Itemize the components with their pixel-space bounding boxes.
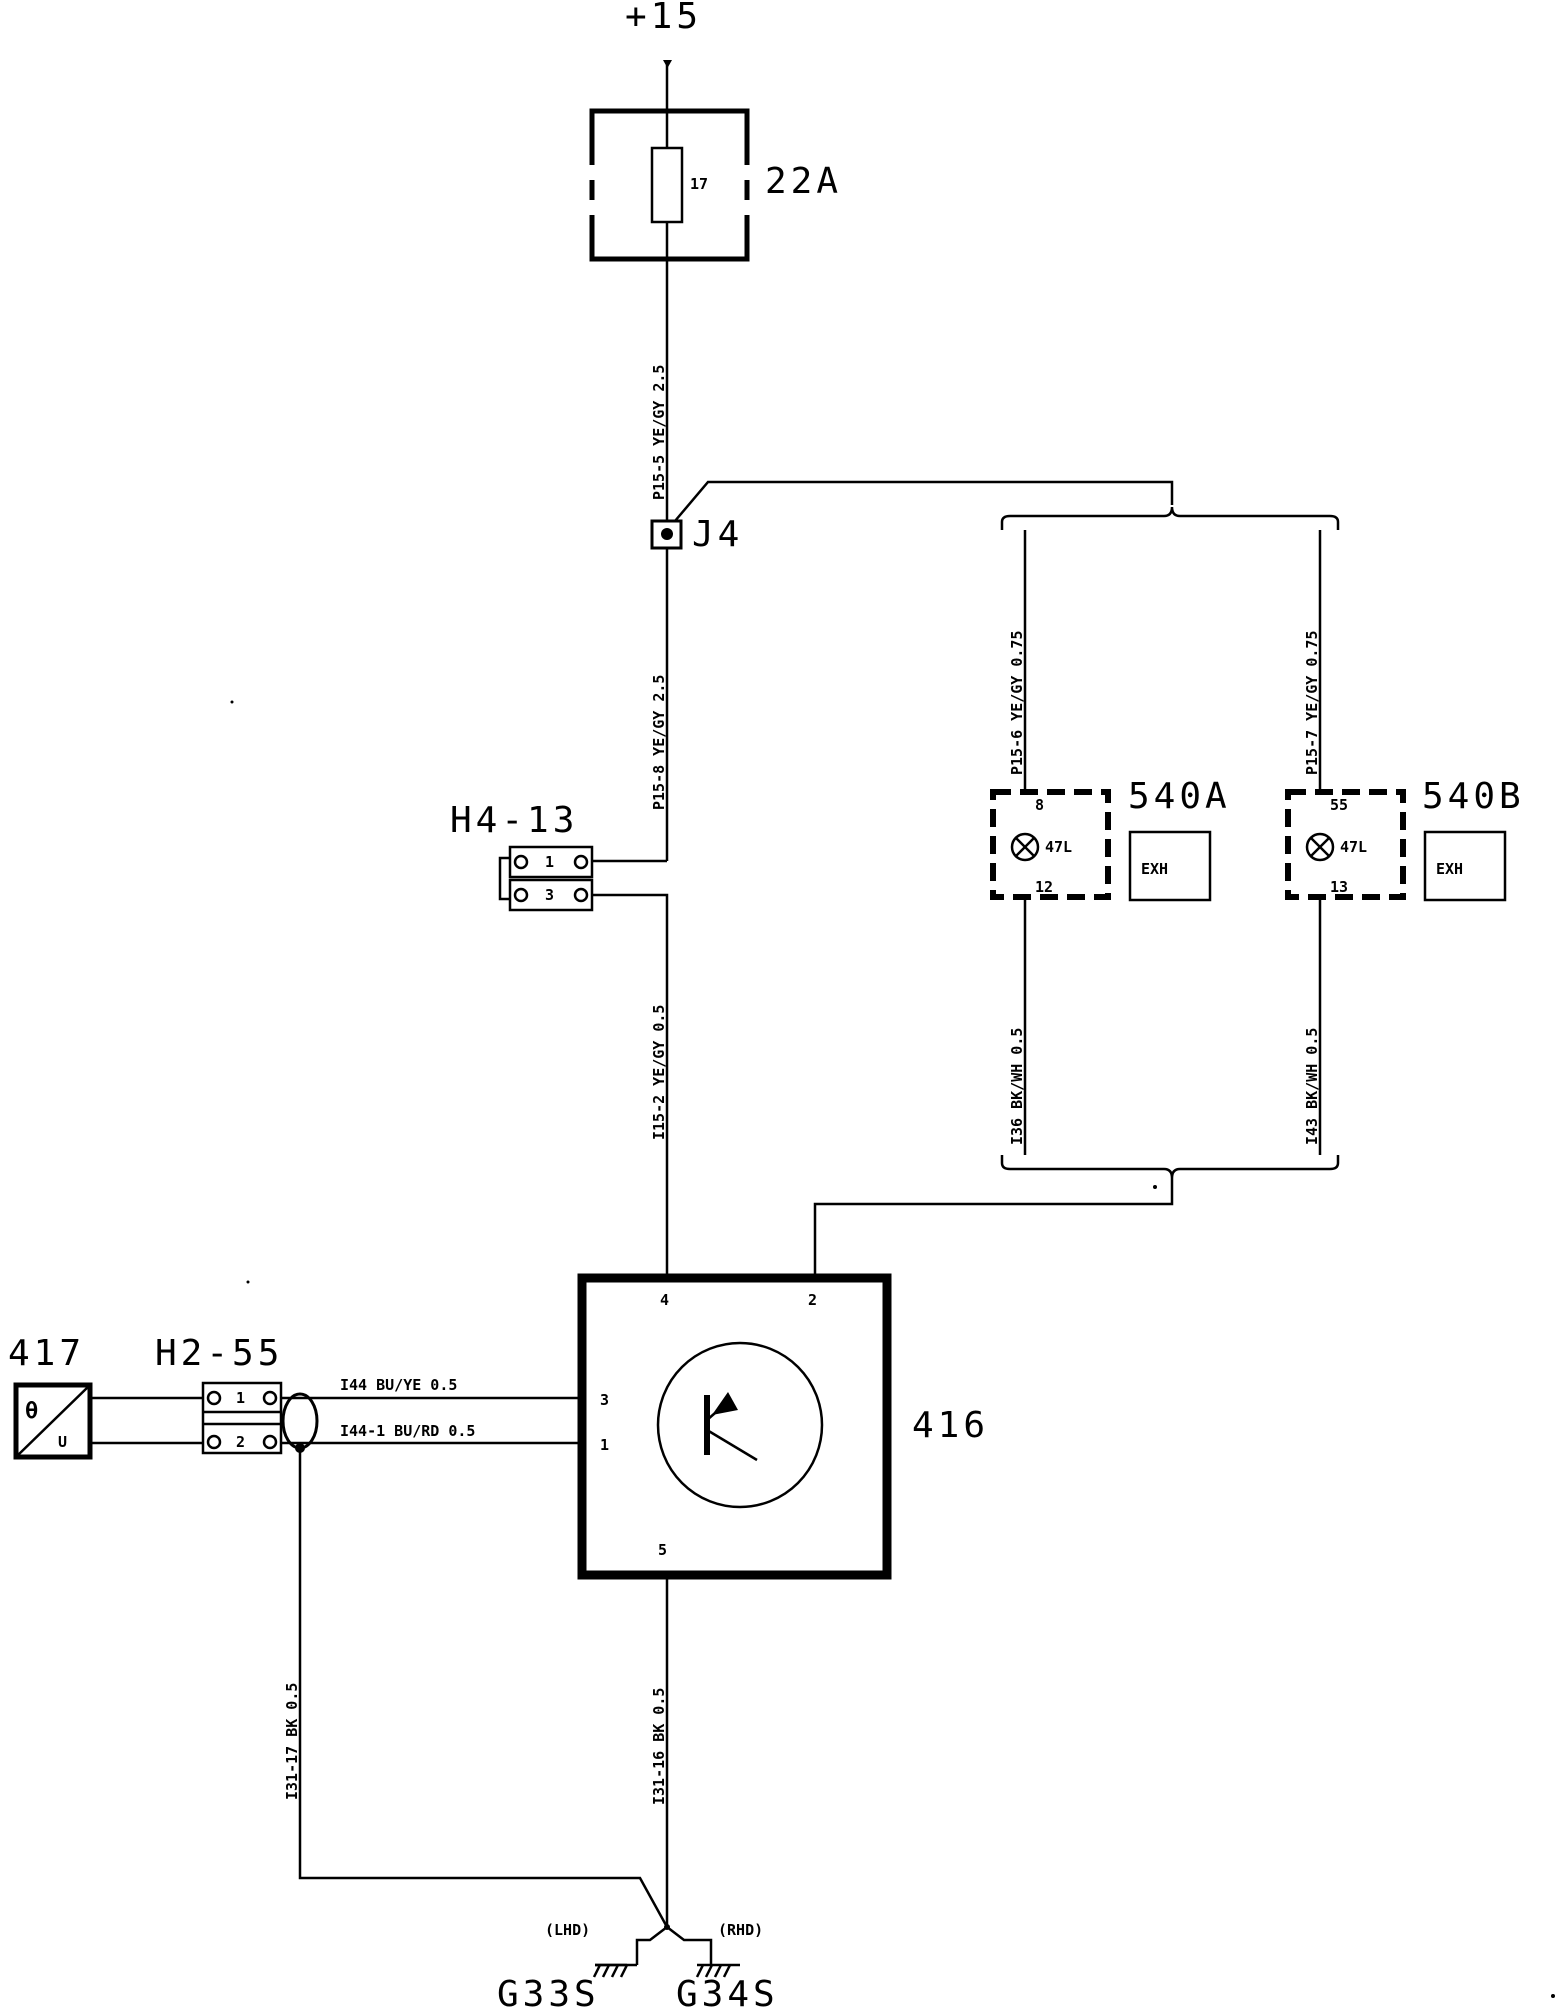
module-pin-1: 1 [600, 1436, 609, 1454]
connector-h2-55: 1 2 [201, 1381, 283, 1455]
bracket-bottom [1000, 1155, 1340, 1179]
wire-label-i44: I44 BU/YE 0.5 [340, 1376, 457, 1394]
junction-label: J4 [692, 514, 743, 555]
ground-g34s: G34S [676, 1974, 779, 2010]
lamp-540a: 8 47L 12 [990, 789, 1111, 900]
wire-label-i31-17: I31-17 BK 0.5 [283, 1683, 301, 1800]
fusebox-22a: 17 [588, 108, 751, 262]
connector-h4-13: 1 3 [498, 845, 594, 912]
module-416: 4 2 3 1 5 [577, 1273, 892, 1580]
ground-g33s: G33S [497, 1974, 600, 2010]
sensor-417: θ U [13, 1382, 93, 1460]
wire-label-p15-8: P15-8 YE/GY 2.5 [650, 675, 668, 810]
ground-rhd: (RHD) [718, 1921, 763, 1939]
sensor-symbol-theta: θ [25, 1399, 38, 1424]
junction-dot [661, 528, 673, 540]
h4-pin-1: 1 [545, 853, 554, 871]
connector-h4-label: H4-13 [450, 800, 578, 841]
module-pin-2: 2 [808, 1291, 817, 1309]
lamp-a-type: 47L [1045, 838, 1072, 856]
speck [246, 1280, 250, 1284]
speck [1551, 1994, 1555, 1998]
bulb-cross-2 [1015, 837, 1035, 857]
wire-label-i36: I36 BK/WH 0.5 [1008, 1028, 1026, 1145]
exh-b-label: EXH [1436, 860, 1463, 878]
bulb-cross-2 [1310, 837, 1330, 857]
wire-label-p15-7: P15-7 YE/GY 0.75 [1303, 631, 1321, 776]
fuse-number: 17 [690, 175, 708, 193]
transistor-circle [656, 1341, 824, 1509]
lamp-b-pin-top: 55 [1330, 796, 1348, 814]
wire-label-i31-16: I31-16 BK 0.5 [650, 1688, 668, 1805]
ground-lhd: (LHD) [545, 1921, 590, 1939]
lamp-a-pin-top: 8 [1035, 796, 1044, 814]
wire-i15-2 [592, 893, 669, 1278]
module-pin-5: 5 [658, 1541, 667, 1559]
wire-i31-17 [298, 1448, 669, 1928]
ground-split [635, 1924, 713, 1965]
h4-pin-3: 3 [545, 886, 554, 904]
lamp-b-label: 540B [1422, 776, 1525, 817]
ground-icon [592, 1963, 629, 1978]
exh-box-a [1128, 830, 1212, 902]
lamp-b-type: 47L [1340, 838, 1367, 856]
wire-label-p15-5: P15-5 YE/GY 2.5 [650, 365, 668, 500]
h2-pin-1: 1 [236, 1389, 245, 1407]
sensor-symbol-u: U [58, 1433, 67, 1451]
lamp-a-pin-bottom: 12 [1035, 878, 1053, 896]
wire-label-i15-2: I15-2 YE/GY 0.5 [650, 1005, 668, 1140]
fuse-17 [650, 146, 684, 224]
lamp-b-pin-bottom: 13 [1330, 878, 1348, 896]
exh-box-b [1423, 830, 1507, 902]
lamp-a-label: 540A [1128, 776, 1231, 817]
fusebox-label: 22A [765, 161, 842, 202]
wire-branch-top [674, 480, 1174, 522]
bracket-top [1000, 506, 1340, 530]
connector-h2-label: H2-55 [155, 1333, 283, 1374]
ground-icon [695, 1963, 740, 1978]
sensor-label: 417 [8, 1333, 85, 1374]
module-pin-4: 4 [660, 1291, 669, 1309]
supply-label: +15 [625, 0, 702, 37]
shield-icon [281, 1392, 319, 1450]
wire-label-i43: I43 BK/WH 0.5 [1303, 1028, 1321, 1145]
speck [230, 700, 234, 704]
h2-pin-2: 2 [236, 1433, 245, 1451]
wire-label-p15-6: P15-6 YE/GY 0.75 [1008, 631, 1026, 776]
wire-return-pin2 [813, 1178, 1174, 1278]
transistor-icon [704, 1392, 758, 1462]
exh-a-label: EXH [1141, 860, 1168, 878]
module-label: 416 [912, 1405, 989, 1446]
lamp-540b: 55 47L 13 [1285, 789, 1406, 900]
dot-mark [1153, 1185, 1157, 1189]
module-pin-3: 3 [600, 1391, 609, 1409]
wire-label-i44-1: I44-1 BU/RD 0.5 [340, 1422, 475, 1440]
